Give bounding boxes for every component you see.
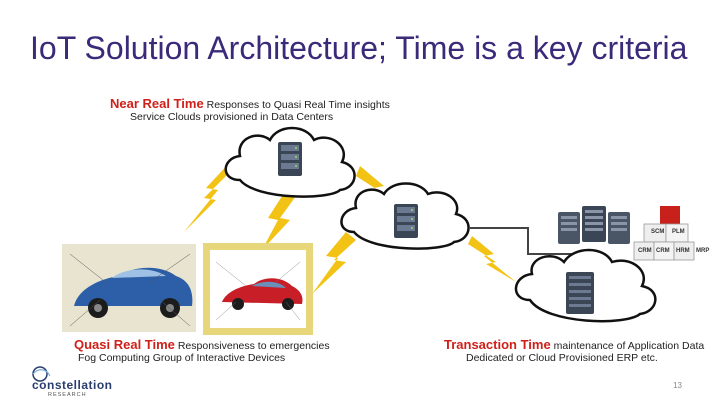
lightning-bolt-icon (468, 236, 516, 282)
connected-car-image (62, 244, 196, 332)
enterprise-app-cubes (633, 206, 695, 261)
transaction-time-label: Transaction Time maintenance of Applicat… (444, 337, 704, 352)
quasi-real-time-label: Quasi Real Time Responsiveness to emerge… (74, 337, 330, 352)
lightning-bolt-icon (262, 190, 296, 250)
server-icon (278, 142, 302, 176)
lightning-bolt-icon (356, 166, 402, 206)
near-real-time-description: Responses to Quasi Real Time insights (206, 99, 390, 111)
lightning-bolt-icon (312, 232, 356, 294)
sensor-car-image (203, 243, 313, 335)
app-label-hrm: HRM (676, 248, 690, 254)
transaction-cloud (514, 248, 657, 323)
quasi-real-time-description: Responsiveness to emergencies (177, 340, 330, 352)
service-cloud (224, 126, 356, 198)
app-label-crm-2: CRM (656, 248, 670, 254)
lightning-bolt-icon (184, 160, 232, 232)
logo-tagline: RESEARCH (48, 392, 87, 398)
transaction-time-heading: Transaction Time (444, 337, 551, 352)
near-real-time-label: Near Real Time Responses to Quasi Real T… (110, 96, 390, 111)
near-real-time-subline: Service Clouds provisioned in Data Cente… (130, 111, 334, 123)
slide-title: IoT Solution Architecture; Time is a key… (30, 30, 688, 66)
app-label-plm: PLM (672, 229, 685, 235)
logo-name: constellation (32, 378, 113, 392)
quasi-real-time-heading: Quasi Real Time (74, 337, 175, 352)
transaction-time-description: maintenance of Application Data (553, 340, 705, 352)
app-label-scm: SCM (651, 229, 665, 235)
connection-line (470, 227, 584, 255)
transaction-time-subline: Dedicated or Cloud Provisioned ERP etc. (466, 352, 658, 364)
app-label-mrp: MRP (696, 248, 710, 254)
server-icon (394, 204, 418, 238)
near-real-time-heading: Near Real Time (110, 96, 204, 111)
app-label-crm: CRM (638, 248, 652, 254)
fog-cloud (340, 182, 470, 250)
data-center-servers (558, 206, 630, 244)
page-number: 13 (673, 381, 682, 390)
quasi-real-time-subline: Fog Computing Group of Interactive Devic… (78, 352, 286, 364)
constellation-logo-icon (32, 366, 51, 382)
